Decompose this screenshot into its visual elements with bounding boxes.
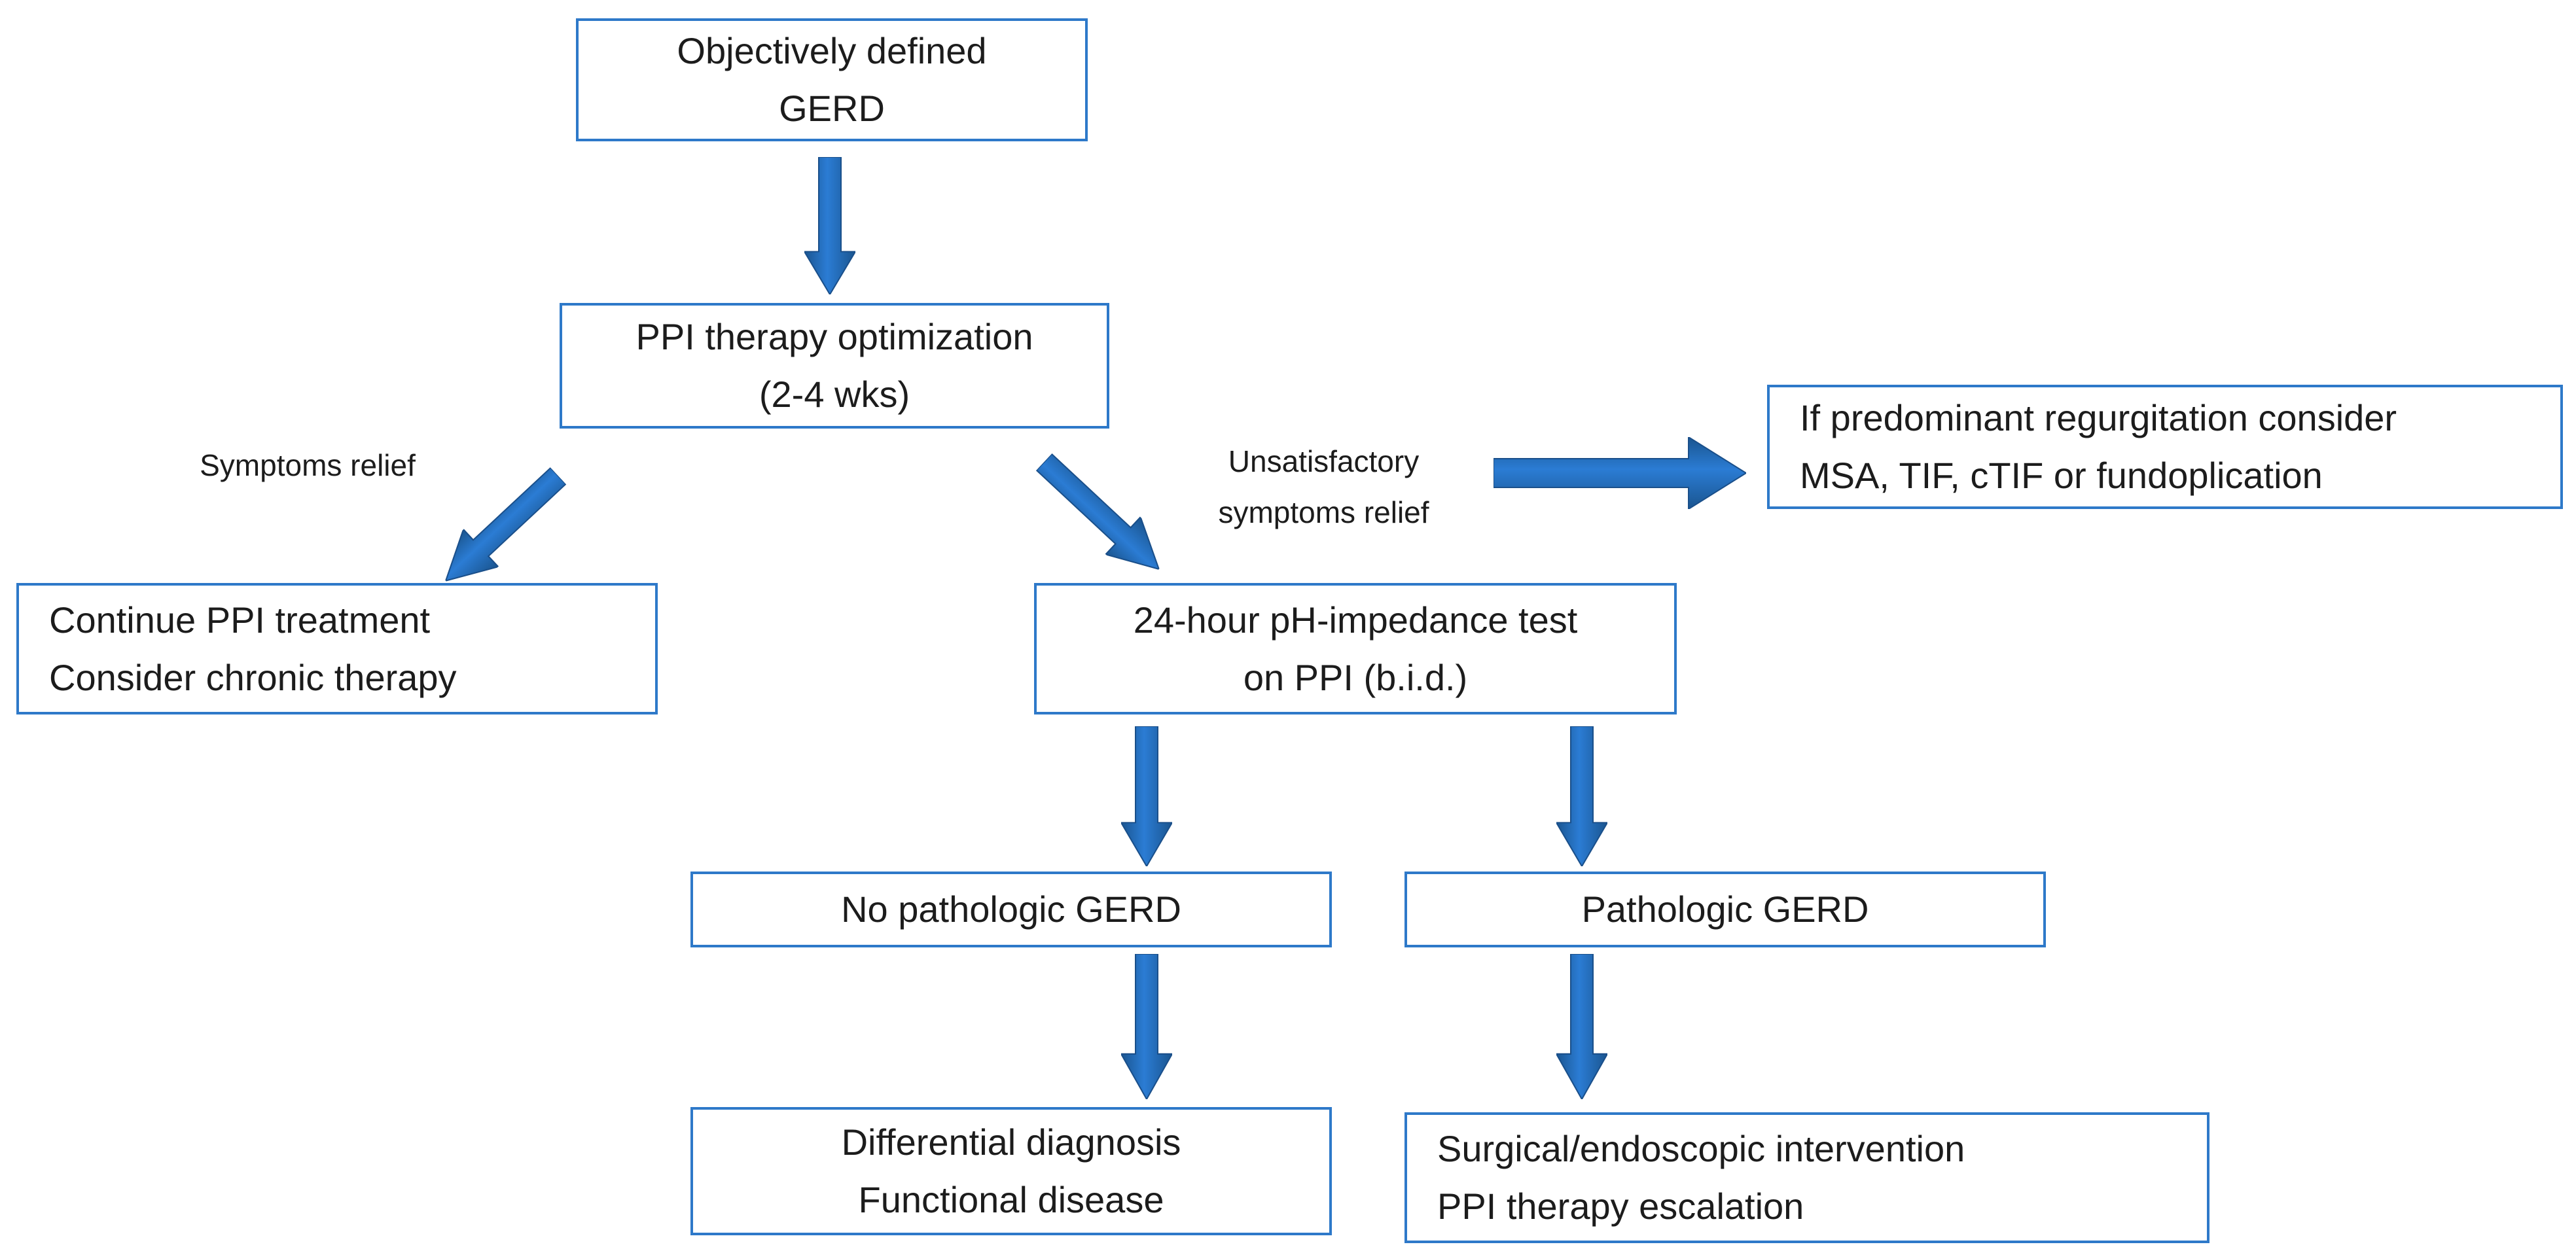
node-objectively-defined-gerd: Objectively defined GERD (576, 18, 1088, 141)
arrow-down-icon (1121, 954, 1172, 1099)
node-text-line: (2-4 wks) (759, 374, 910, 415)
node-text-line: Objectively defined (677, 30, 987, 71)
node-text-line: If predominant regurgitation consider (1800, 397, 2397, 438)
node-pathologic-gerd: Pathologic GERD (1404, 872, 2046, 947)
node-differential-diagnosis: Differential diagnosis Functional diseas… (690, 1107, 1332, 1235)
node-text-line: No pathologic GERD (841, 889, 1181, 930)
node-predominant-regurgitation: If predominant regurgitation consider MS… (1767, 385, 2563, 509)
node-surgical-endoscopic-intervention: Surgical/endoscopic intervention PPI the… (1404, 1112, 2209, 1243)
node-ppi-therapy-optimization: PPI therapy optimization (2-4 wks) (560, 303, 1109, 429)
node-text-line: MSA, TIF, cTIF or fundoplication (1800, 455, 2323, 496)
branch-label-unsatisfactory-symptoms-relief: Unsatisfactory symptoms relief (1218, 444, 1429, 529)
node-text-line: Functional disease (858, 1179, 1164, 1220)
arrow-down-right-icon (1035, 453, 1160, 571)
arrow-right-icon (1494, 437, 1746, 509)
branch-label-symptoms-relief: Symptoms relief (200, 448, 416, 482)
arrow-down-icon (1121, 726, 1172, 866)
arrow-down-icon (1556, 954, 1607, 1099)
node-text-line: Consider chronic therapy (49, 656, 457, 698)
node-text-line: PPI therapy escalation (1437, 1186, 1804, 1227)
node-text-line: Surgical/endoscopic intervention (1437, 1128, 1965, 1169)
node-no-pathologic-gerd: No pathologic GERD (690, 872, 1332, 947)
node-text-line: 24-hour pH-impedance test (1133, 599, 1578, 641)
node-text-line: on PPI (b.i.d.) (1243, 656, 1468, 698)
node-text-line: PPI therapy optimization (635, 316, 1033, 357)
arrow-down-icon (1556, 726, 1607, 866)
node-continue-ppi-treatment: Continue PPI treatment Consider chronic … (16, 583, 658, 714)
arrow-down-left-icon (444, 467, 567, 582)
node-text-line: Continue PPI treatment (49, 599, 431, 641)
arrow-down-icon (804, 157, 855, 294)
node-ph-impedance-test: 24-hour pH-impedance test on PPI (b.i.d.… (1034, 583, 1677, 714)
node-text-line: GERD (779, 88, 885, 129)
node-text-line: Differential diagnosis (841, 1121, 1181, 1163)
node-text-line: Pathologic GERD (1581, 889, 1869, 930)
